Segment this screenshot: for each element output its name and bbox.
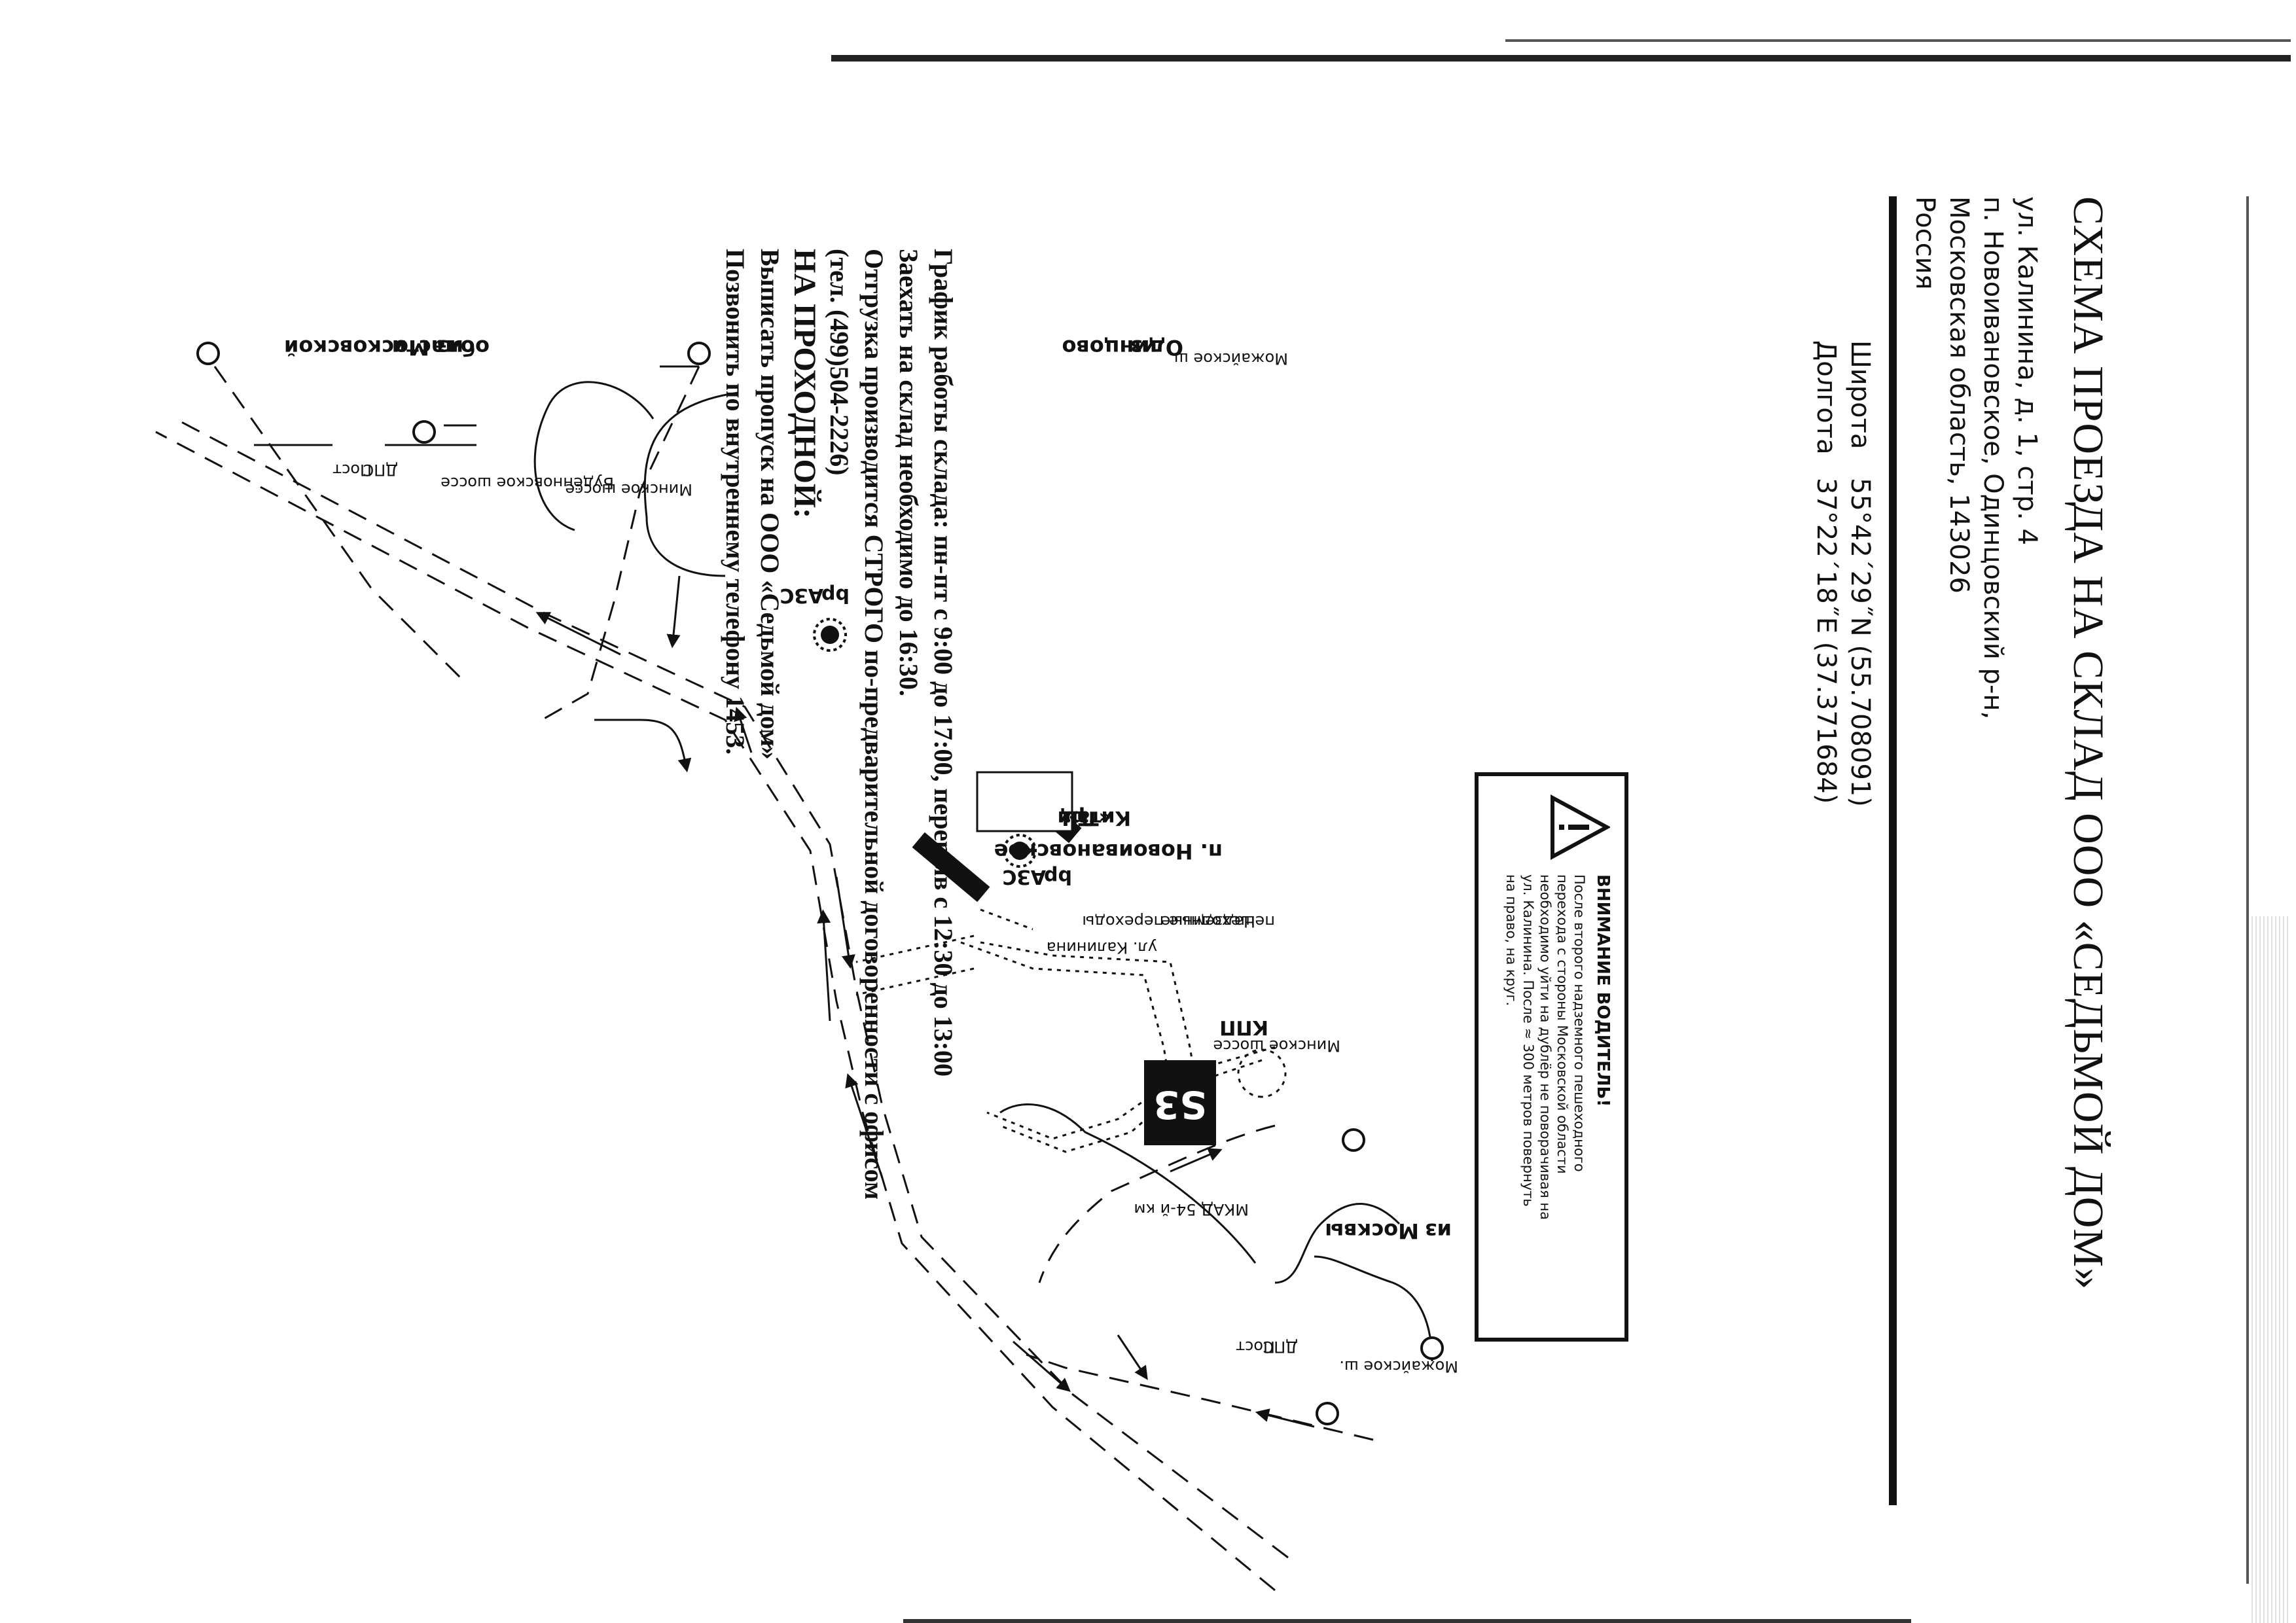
road-sign-icon [196, 342, 1444, 1425]
label-from-odintsovo: Одинцово [1062, 335, 1183, 360]
label-tc: ТЦ [1060, 806, 1092, 829]
checkpoint-heading: НА ПРОХОДНОЙ: [787, 249, 822, 519]
warning-line: После второго надземного пешеходного [1571, 874, 1587, 1172]
warehouse-logo-text: S3 [1153, 1082, 1207, 1127]
label-post-dps: Пост [332, 461, 372, 479]
label-mkad: МКАД 54-й км [1134, 1200, 1249, 1219]
shopping-center-tri-kita [976, 771, 1073, 832]
schedule-line: Позвонить по внутреннему телефону 1453. [721, 249, 750, 755]
warning-icon [1551, 794, 1610, 860]
label-azs-bp: bp [1044, 865, 1072, 888]
label-azs: АЗС [1002, 865, 1046, 888]
label-from-moscow-oblast: из Московской [284, 335, 463, 360]
label-minskoe-highway: Минское шоссе [1213, 1037, 1340, 1055]
schedule-line: (тел. (499)504-2226) [825, 249, 854, 476]
kalinina-street [855, 935, 975, 996]
warehouse-logo [1144, 1060, 1216, 1145]
label-post-dps: ДПС [1263, 1338, 1298, 1356]
warning-line: на право, на круг. [1503, 874, 1519, 1007]
label-minskoe-highway: Минское шоссе [565, 480, 692, 499]
label-from-moscow: из [1425, 1219, 1452, 1243]
label-overpasses: Надземные [1161, 912, 1255, 931]
warning-title: ВНИМАНИЕ ВОДИТЕЛЬ! [1593, 874, 1613, 1107]
scan-edge-noise [2251, 916, 2291, 1623]
label-kpp: КПП [1219, 1016, 1268, 1039]
label-budennovskoe: Будённовское шоссе [440, 474, 614, 492]
label-settlement: п. Новоивановское [994, 839, 1223, 864]
label-from-moscow-oblast: области [392, 335, 490, 360]
label-from-odintsovo: из [1130, 335, 1157, 360]
bp-station-icon [813, 618, 847, 652]
label-from-moscow: Москвы [1325, 1219, 1419, 1243]
warning-line: необходимо уйти на дублёр не поворачивая… [1537, 874, 1553, 1220]
scan-border-top-thin [1505, 39, 2291, 42]
label-azs: АЗС [780, 584, 823, 607]
mkad-road [1038, 1124, 1276, 1283]
scan-border-bottom [903, 1619, 1911, 1623]
schedule-line: Заехать на склад необходимо до 16:30. [894, 249, 924, 696]
budennovskoe-road [213, 366, 476, 682]
warning-text: После второго надземного пешеходного пер… [1503, 874, 1588, 1325]
scan-border-top [831, 55, 2291, 62]
label-post-dps: ДПС [363, 461, 398, 479]
mozhayskoe-road-left [533, 365, 739, 773]
warning-line: перехода с стороны Московской области [1554, 874, 1570, 1174]
driver-warning-box: ВНИМАНИЕ ВОДИТЕЛЬ! После второго надземн… [1475, 772, 1628, 1342]
label-mozhayskoe: Можайское ш. [1169, 349, 1288, 368]
schedule-line: Выписать пропуск на ООО «Седьмой дом» [755, 249, 785, 760]
label-post-dps: Пост [1236, 1338, 1275, 1356]
schedule-line: Отгрузка производится СТРОГО по-предвари… [859, 249, 889, 1200]
label-azs-bp: bp [821, 584, 850, 607]
overpass-marker-2 [912, 832, 990, 902]
schedule-block: График работы склада: пн-пт с 9:00 до 17… [718, 249, 961, 1623]
minskoe-highway [155, 418, 1289, 1592]
bp-station-icon [1003, 834, 1037, 868]
label-overpasses: пешеходные переходы [1082, 912, 1275, 931]
label-mozhayskoe: Можайское ш. [1339, 1357, 1458, 1376]
label-tc: Кита» [1064, 806, 1131, 829]
mozhayskoe-road-right [999, 1103, 1433, 1441]
scan-border-right [2246, 196, 2249, 1584]
warning-line: ул. Калинина. После ≈ 300 метров поверну… [1520, 874, 1536, 1207]
schedule-line: График работы склада: пн-пт с 9:00 до 17… [929, 249, 958, 1077]
label-kalinina-street: ул. Калинина [1047, 938, 1157, 957]
label-tc: «Три [1058, 806, 1111, 829]
